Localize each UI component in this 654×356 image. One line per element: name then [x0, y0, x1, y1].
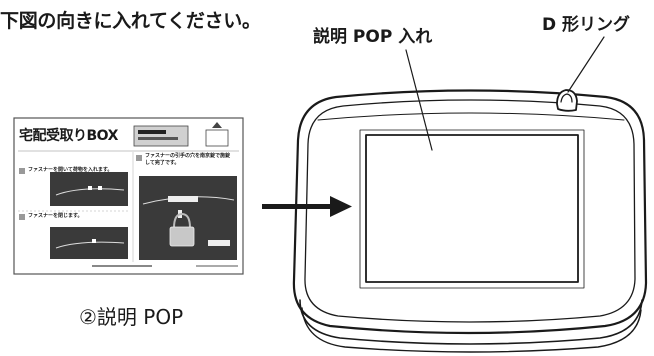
- d-ring: [556, 89, 578, 112]
- instruction-text: 下図の向きに入れてください。: [0, 10, 261, 32]
- pop-window: [365, 134, 579, 283]
- pop-leader-line: [405, 49, 433, 151]
- pop-card: [13, 117, 244, 275]
- pop-caption: ②説明 POP: [79, 305, 184, 329]
- pop-card-step2: ファスナーの引手の穴を南京錠で施錠して完了です。: [145, 153, 231, 166]
- pop-card-step3: ファスナーを閉じます。: [28, 213, 83, 219]
- ring-leader-line: [567, 36, 605, 93]
- d-ring-label: D 形リング: [542, 15, 631, 35]
- bag-illustration: [292, 36, 648, 353]
- insert-arrow: [262, 196, 352, 217]
- pop-card-step1: ファスナーを開いて荷物を入れます。: [28, 167, 113, 173]
- bag-outer-outline: [292, 89, 648, 335]
- bag-inner-border: [304, 99, 636, 323]
- pop-card-title: 宅配受取りBOX: [19, 128, 118, 144]
- pop-insert-label: 説明 POP 入れ: [313, 27, 433, 47]
